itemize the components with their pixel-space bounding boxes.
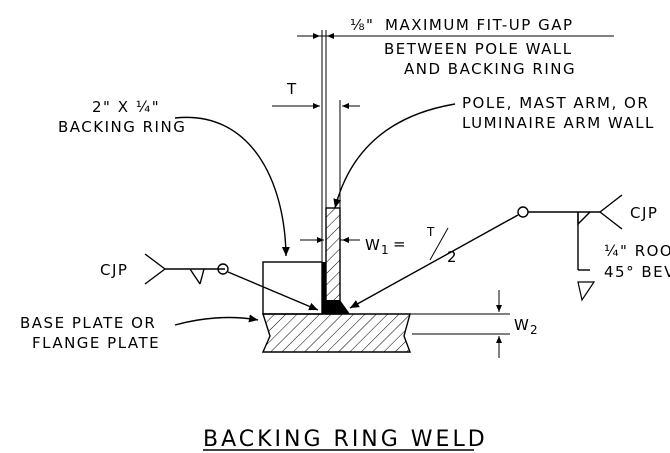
weld-fill xyxy=(322,262,350,314)
base-plate-line2: FLANGE PLATE xyxy=(32,334,160,352)
fitup-gap-line3: AND BACKING RING xyxy=(404,60,576,78)
w1-fraction-slash xyxy=(429,227,449,261)
cjp-right-tail-upper xyxy=(599,194,623,213)
cjp-right-all-around-circle xyxy=(517,206,529,218)
cjp-right-label: CJP xyxy=(630,204,658,222)
cjp-right-bevel-symbol xyxy=(577,211,591,226)
cjp-left-label: CJP xyxy=(100,261,128,279)
pole-wall-line1: POLE, MAST ARM, OR xyxy=(462,94,649,112)
w2-subscript: 2 xyxy=(530,323,538,337)
backing-ring-label: BACKING RING xyxy=(58,118,186,136)
backing-ring-leader xyxy=(174,116,290,257)
drawing-title: BACKING RING WELD xyxy=(203,427,488,452)
w1-subscript: 1 xyxy=(381,243,389,257)
w1-denominator: 2 xyxy=(447,248,458,266)
fitup-gap-line2: BETWEEN POLE WALL xyxy=(384,40,573,58)
thickness-label: T xyxy=(286,80,298,98)
cjp-left-tail-lower xyxy=(144,268,166,285)
cjp-right-arrow xyxy=(349,214,519,309)
base-plate-leader xyxy=(174,314,259,326)
root-note-line1: ¼" ROOT xyxy=(604,242,670,260)
cjp-right-tail-lower xyxy=(599,211,623,230)
fitup-gap-fraction: ⅛" xyxy=(350,16,374,34)
backing-ring-size: 2" X ¼" xyxy=(92,98,160,116)
root-note-line2: 45° BEVE xyxy=(604,263,670,281)
backing-ring-block xyxy=(262,261,323,315)
cjp-left-all-around-circle xyxy=(217,263,229,275)
pole-wall-section xyxy=(325,207,341,315)
base-plate-line1: BASE PLATE OR xyxy=(20,314,156,332)
root-note-triangle xyxy=(577,281,596,302)
w1-equals: = xyxy=(393,235,407,253)
cjp-left-bevel-symbol xyxy=(189,268,205,285)
cjp-left-arrow xyxy=(227,271,319,311)
w2-label: W xyxy=(514,316,530,334)
pole-wall-leader xyxy=(333,103,456,209)
w1-label: W xyxy=(365,236,381,254)
cjp-left-tail-upper xyxy=(144,253,166,270)
fitup-gap-line1: MAXIMUM FIT-UP GAP xyxy=(385,16,574,34)
base-plate-section xyxy=(261,313,412,353)
pole-wall-line2: LUMINAIRE ARM WALL xyxy=(462,114,655,132)
w1-numerator: T xyxy=(426,225,435,239)
